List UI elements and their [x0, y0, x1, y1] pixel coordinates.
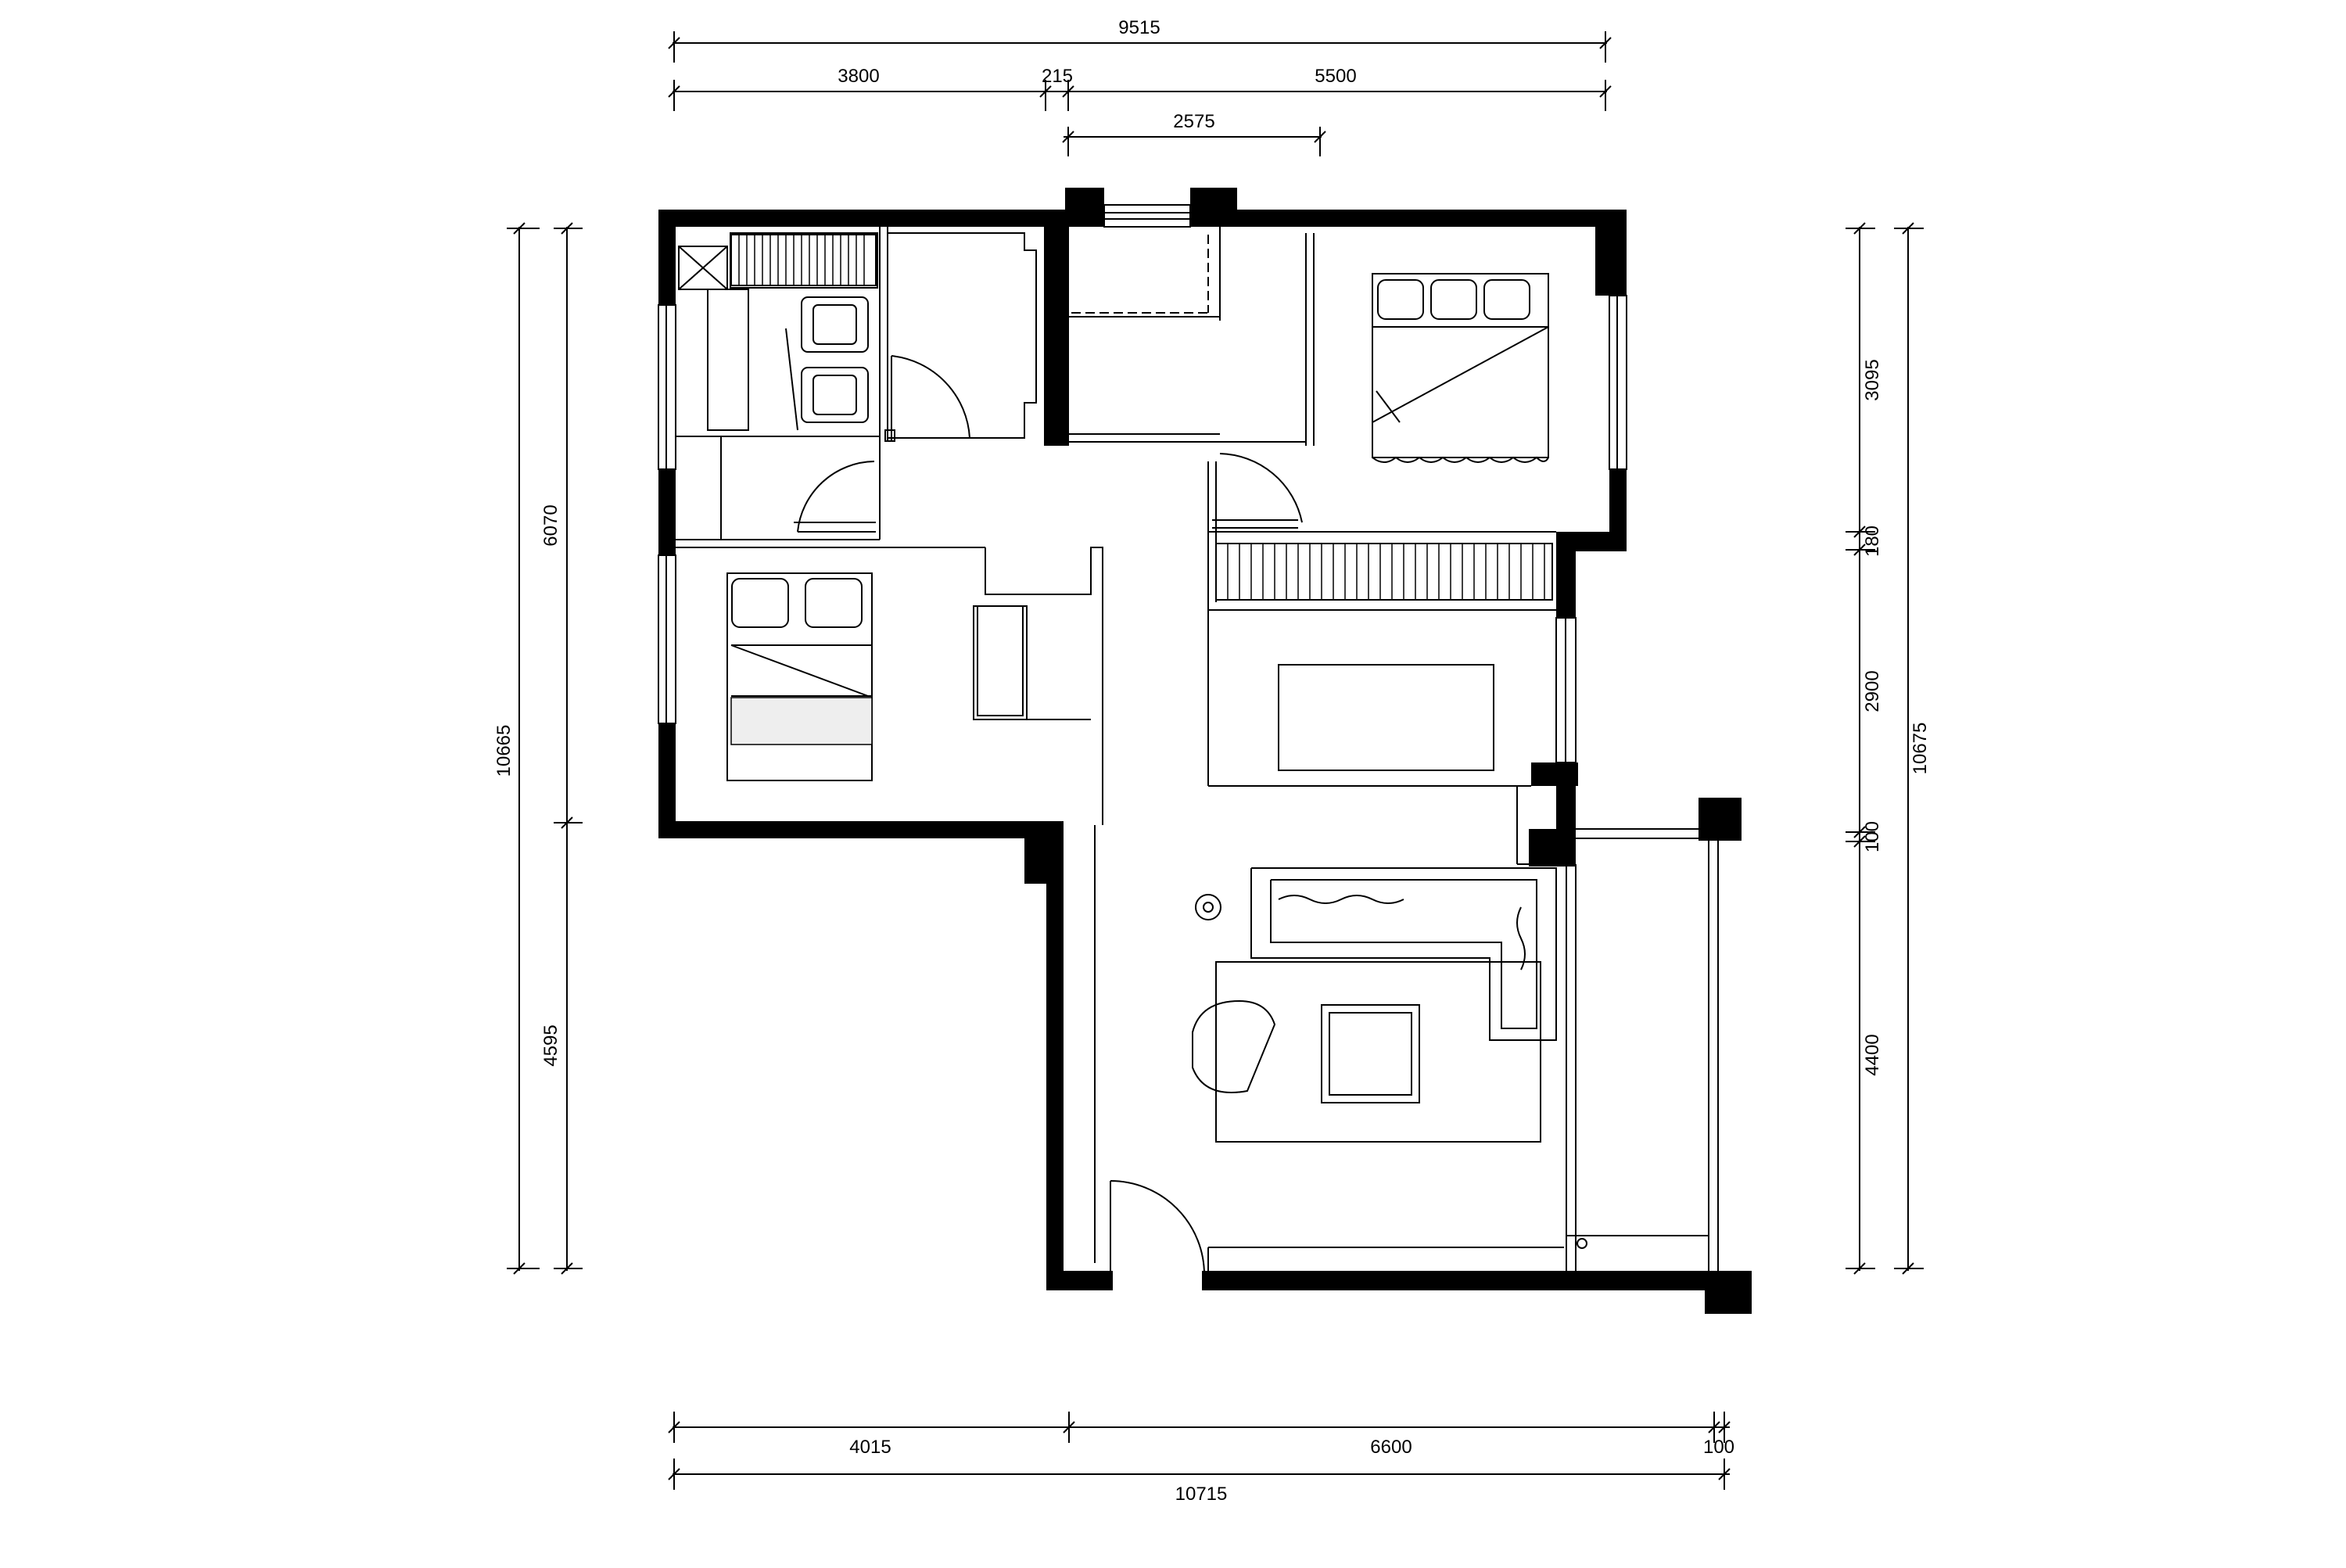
right-bedroom-bed	[1372, 273, 1549, 463]
dim-top-overall: 9515	[1118, 17, 1160, 38]
dim-right-seg5: 4400	[1862, 1034, 1883, 1075]
left-dimensions: 10665 6070 4595	[493, 222, 583, 1275]
living-room-furniture	[1192, 775, 1587, 1249]
top-dimensions: 9515 3800 215 5500 2575	[668, 17, 1612, 156]
right-dimensions: 3095 180 2900 100 4400 10675	[1846, 222, 1931, 1275]
dim-top-middle-segment: 215	[1042, 66, 1073, 87]
dim-bottom-left-segment: 4015	[849, 1437, 891, 1458]
windows	[658, 204, 1719, 1271]
dim-right-seg3: 2900	[1862, 670, 1883, 712]
doors	[794, 235, 1303, 1276]
dim-top-opening: 2575	[1173, 111, 1214, 132]
bottom-dimensions: 4015 6600 100 10715	[668, 1412, 1734, 1505]
dim-top-right-segment: 5500	[1315, 66, 1356, 87]
dim-left-lower: 4595	[540, 1024, 561, 1066]
dim-bottom-middle-segment: 6600	[1370, 1437, 1412, 1458]
dim-top-left-segment: 3800	[838, 66, 879, 87]
interior-partitions	[676, 227, 1564, 1271]
left-bedroom-bed	[726, 572, 873, 781]
dim-bottom-overall: 10715	[1175, 1484, 1228, 1505]
dim-right-overall: 10675	[1910, 723, 1931, 775]
study-desk	[1278, 664, 1494, 771]
dim-left-upper: 6070	[540, 504, 561, 546]
left-top-furniture	[707, 234, 877, 431]
dim-right-seg2: 180	[1862, 526, 1883, 557]
right-bedroom-wardrobe	[1215, 543, 1553, 601]
dim-left-overall: 10665	[493, 725, 515, 777]
dim-right-seg1: 3095	[1862, 359, 1883, 400]
dim-right-seg4: 100	[1862, 821, 1883, 852]
dim-bottom-right-segment: 100	[1703, 1437, 1734, 1458]
walls	[658, 188, 1752, 1314]
